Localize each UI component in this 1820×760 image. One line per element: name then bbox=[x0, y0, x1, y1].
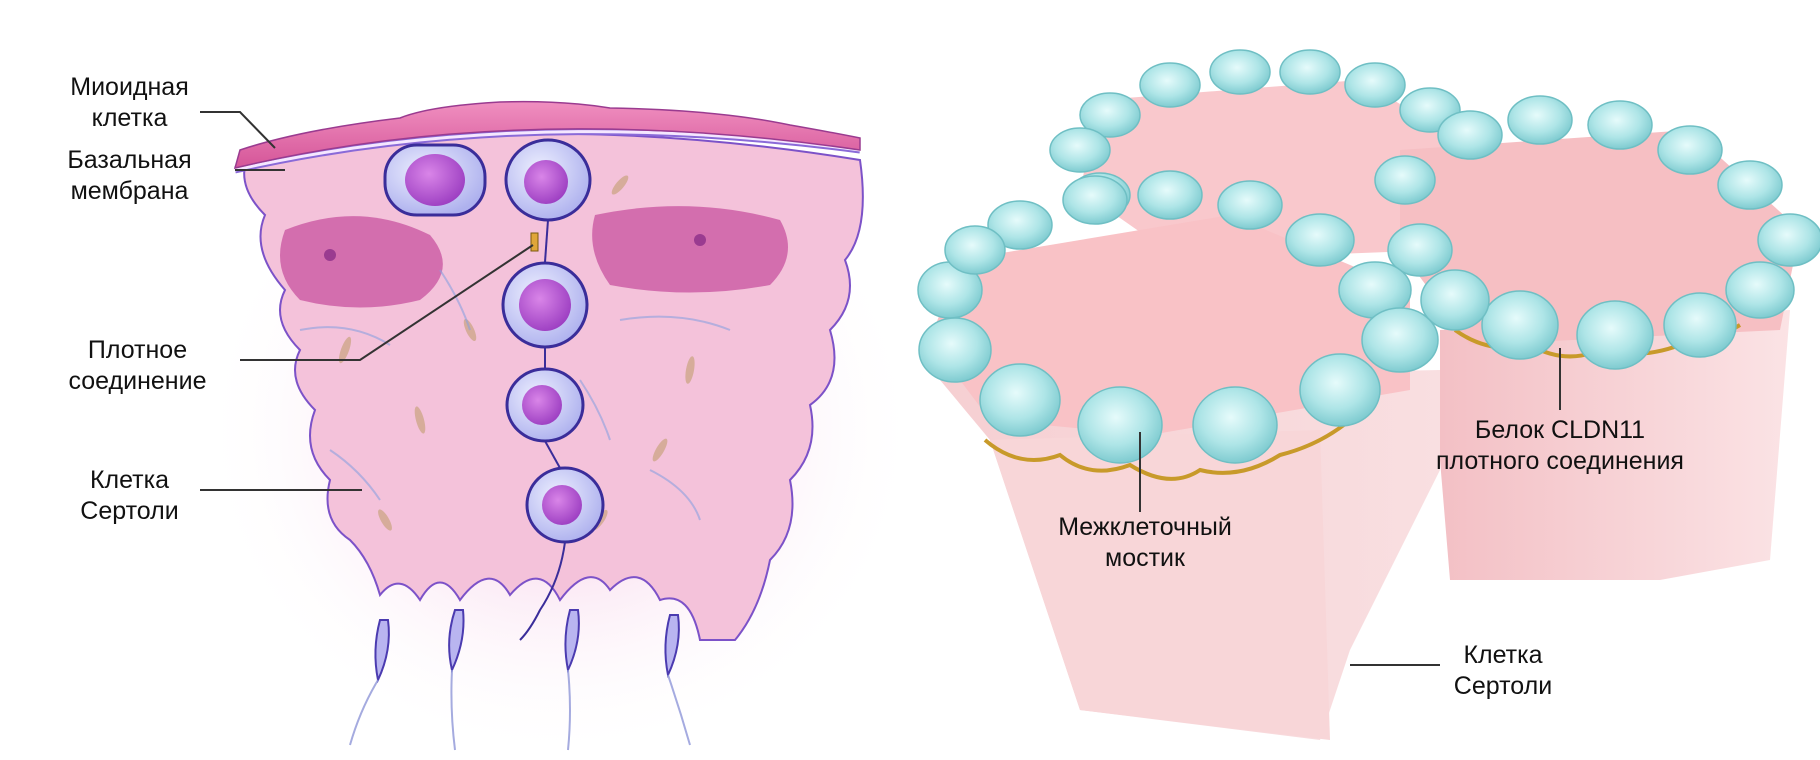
hex-right-wall bbox=[1440, 310, 1790, 580]
label-sertoli-cell-left: Клетка Сертоли bbox=[62, 465, 197, 527]
label-claudin-protein: Белок CLDN11 плотного соединения bbox=[1430, 415, 1690, 477]
label-claudin-line1: Белок CLDN11 bbox=[1474, 416, 1646, 444]
label-bridge-line1: Межклеточный bbox=[1058, 513, 1232, 541]
left-leaders bbox=[200, 111, 534, 491]
label-sertoli-right-line2: Сертоли bbox=[1453, 672, 1553, 700]
hex-right-top bbox=[1400, 130, 1800, 345]
label-myoid-cell: Миоидная клетка bbox=[62, 72, 197, 134]
label-sertoli-left-line2: Сертоли bbox=[80, 497, 179, 525]
sertoli-nucleus-right bbox=[592, 206, 788, 293]
label-bridge-line2: мостик bbox=[1105, 544, 1185, 572]
nucleolus bbox=[324, 249, 336, 261]
label-sertoli-left-line1: Клетка bbox=[89, 466, 170, 494]
leader-tight bbox=[240, 244, 534, 361]
hex-front-wall-front bbox=[990, 430, 1330, 740]
germ-cell-nucleus bbox=[524, 160, 568, 204]
germ-cell-nucleus bbox=[522, 385, 562, 425]
germ-cell-beads bbox=[917, 49, 1820, 464]
sertoli-nucleus-left bbox=[280, 216, 443, 308]
intercellular-bridge-line bbox=[544, 219, 549, 263]
right-leaders bbox=[1139, 348, 1561, 666]
label-claudin-line2: плотного соединения bbox=[1436, 447, 1684, 475]
label-tight-line2: соединение bbox=[68, 367, 207, 395]
germ-cells bbox=[383, 138, 605, 641]
intercellular-bridge-line bbox=[544, 440, 561, 469]
organelles bbox=[338, 175, 695, 531]
label-tight-junction: Плотное соединение bbox=[55, 335, 220, 397]
spermatids bbox=[374, 609, 680, 684]
germ-cell-nucleus bbox=[542, 485, 582, 525]
label-sertoli-right-line1: Клетка bbox=[1463, 641, 1543, 669]
claudin-protein-line bbox=[983, 418, 1352, 481]
leader-myoid bbox=[200, 111, 276, 149]
right-panel bbox=[917, 49, 1820, 740]
cell-boundary bbox=[519, 541, 566, 641]
label-basal-membrane: Базальная мембрана bbox=[62, 145, 197, 207]
basal-membrane-inner bbox=[234, 130, 861, 172]
myoid-cell-layer bbox=[233, 100, 861, 170]
label-myoid-line1: Миоидная bbox=[70, 73, 189, 101]
label-myoid-line2: клетка bbox=[91, 104, 168, 132]
label-sertoli-cell-right: Клетка Сертоли bbox=[1438, 640, 1568, 702]
nucleolus bbox=[694, 234, 706, 246]
label-intercellular-bridge: Межклеточный мостик bbox=[1045, 512, 1245, 574]
label-basal-line2: мембрана bbox=[70, 177, 189, 205]
label-tight-line1: Плотное bbox=[87, 336, 188, 364]
label-basal-line1: Базальная bbox=[67, 146, 192, 174]
germ-cell-nucleus bbox=[405, 154, 465, 206]
cytoskeleton bbox=[299, 269, 731, 521]
germ-cell-nucleus bbox=[519, 279, 571, 331]
tight-junction bbox=[530, 232, 539, 252]
spermatid-tails bbox=[349, 669, 691, 751]
left-panel bbox=[200, 100, 920, 760]
